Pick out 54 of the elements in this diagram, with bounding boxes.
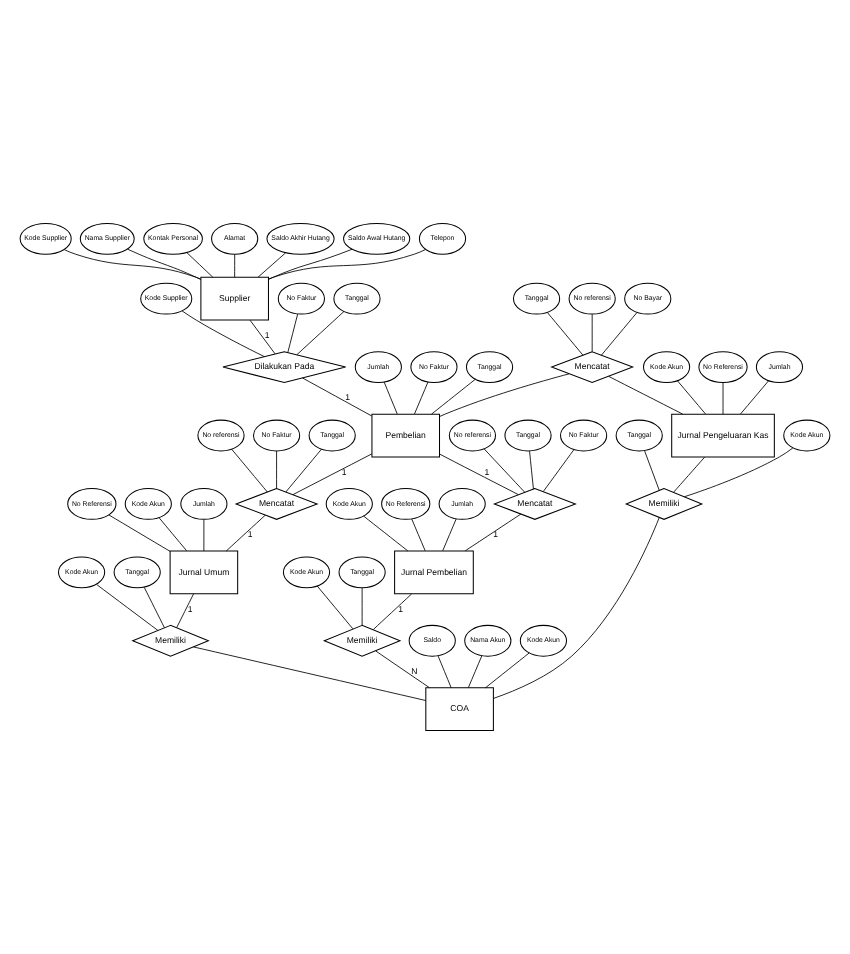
connector (437, 655, 452, 689)
connector (439, 373, 570, 417)
connector (249, 319, 276, 355)
connector (546, 311, 584, 356)
connector (143, 586, 165, 629)
connector (431, 378, 476, 415)
connector (127, 248, 202, 280)
connector (608, 376, 684, 415)
connector (361, 587, 363, 626)
connector (234, 253, 236, 278)
connector (722, 382, 724, 415)
connector (108, 514, 171, 552)
connector (316, 585, 354, 630)
connector (542, 449, 575, 492)
connector (529, 450, 534, 490)
connector (442, 518, 457, 552)
connector (225, 514, 266, 552)
connector (644, 450, 660, 491)
connector (231, 448, 268, 493)
connector (673, 456, 706, 493)
connector (439, 453, 519, 496)
connector (677, 380, 706, 415)
connector (276, 450, 277, 489)
connector (181, 310, 265, 358)
connector (411, 518, 426, 552)
connector (372, 593, 413, 630)
connector (268, 249, 426, 280)
connector (287, 313, 299, 353)
connector (63, 249, 202, 280)
connector (483, 448, 526, 493)
connector (302, 377, 373, 417)
connector (203, 519, 205, 552)
connector (158, 517, 188, 552)
connector (296, 311, 345, 356)
connector (96, 584, 159, 631)
connector (292, 453, 373, 496)
connector (591, 313, 593, 352)
connector (257, 252, 286, 278)
connector (375, 650, 430, 689)
connector (740, 380, 769, 415)
connector (464, 513, 522, 552)
connector (683, 447, 794, 498)
connector (285, 448, 322, 493)
connector (600, 311, 638, 356)
connector (493, 517, 660, 699)
connector (186, 252, 214, 278)
connector (383, 381, 398, 415)
connector (193, 646, 427, 701)
connector (485, 652, 530, 689)
connector (268, 248, 353, 280)
connector (467, 655, 483, 689)
connector (176, 593, 194, 628)
connector (363, 515, 409, 552)
connector (414, 381, 429, 415)
